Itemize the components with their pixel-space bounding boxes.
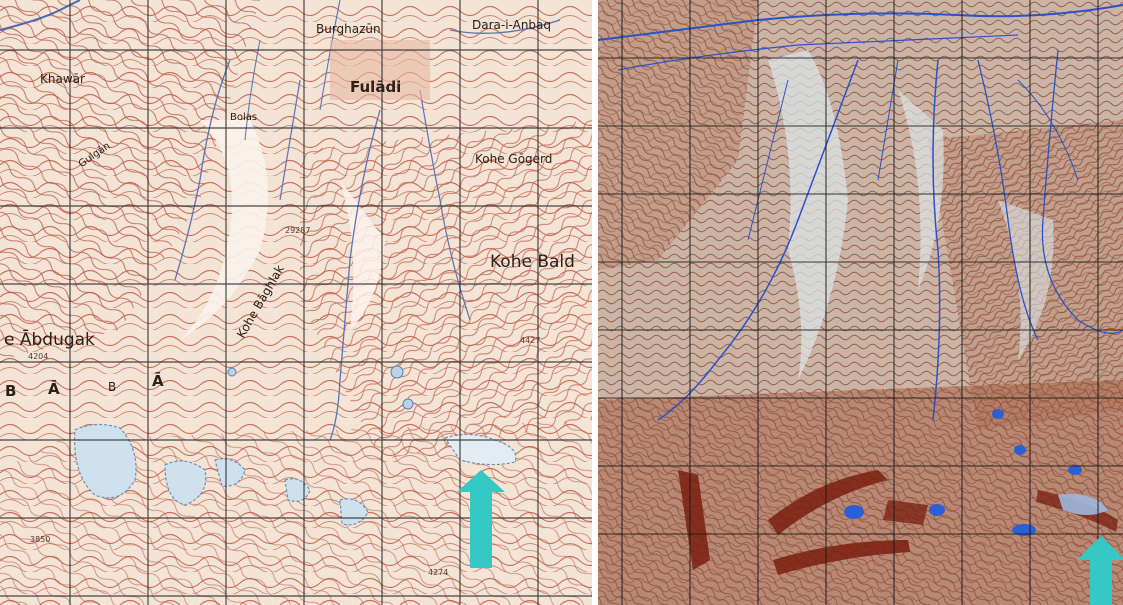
right-up-arrow-icon	[1077, 536, 1123, 605]
label-letter-b2: B	[108, 380, 117, 394]
spot-height-1: 29287	[285, 226, 311, 235]
spot-height-2: 4427	[520, 336, 541, 345]
label-fuladi: Fulādi	[350, 78, 402, 96]
spot-height-4: 3850	[30, 535, 51, 544]
label-kohe-baldak: Kohe Bald	[490, 252, 575, 272]
right-map-canvas	[598, 0, 1123, 605]
label-letter-a2: Ā	[152, 372, 164, 390]
label-kohe-gogerd: Kohe Gōgerd	[475, 152, 553, 166]
label-dara-i-anbaq: Dara-i-Anbaq	[472, 18, 552, 32]
label-bolas: Bolas	[230, 112, 258, 123]
label-letter-a1: Ā	[48, 380, 60, 398]
right-topographic-map	[598, 0, 1123, 605]
spot-height-3: 4204	[28, 352, 49, 361]
label-burghazun: Burghazūn	[316, 22, 381, 36]
left-map-canvas	[0, 0, 592, 605]
panel-divider	[592, 0, 598, 605]
label-abdugak: e Ābdugak	[4, 330, 95, 350]
label-khawar: Khawār	[40, 72, 85, 86]
left-up-arrow-icon	[457, 470, 505, 568]
left-topographic-map: Burghazūn Dara-i-Anbaq Fulādi Khawār Gul…	[0, 0, 592, 605]
spot-height-5: 4274	[428, 568, 449, 577]
label-letter-b1: B	[5, 382, 17, 400]
